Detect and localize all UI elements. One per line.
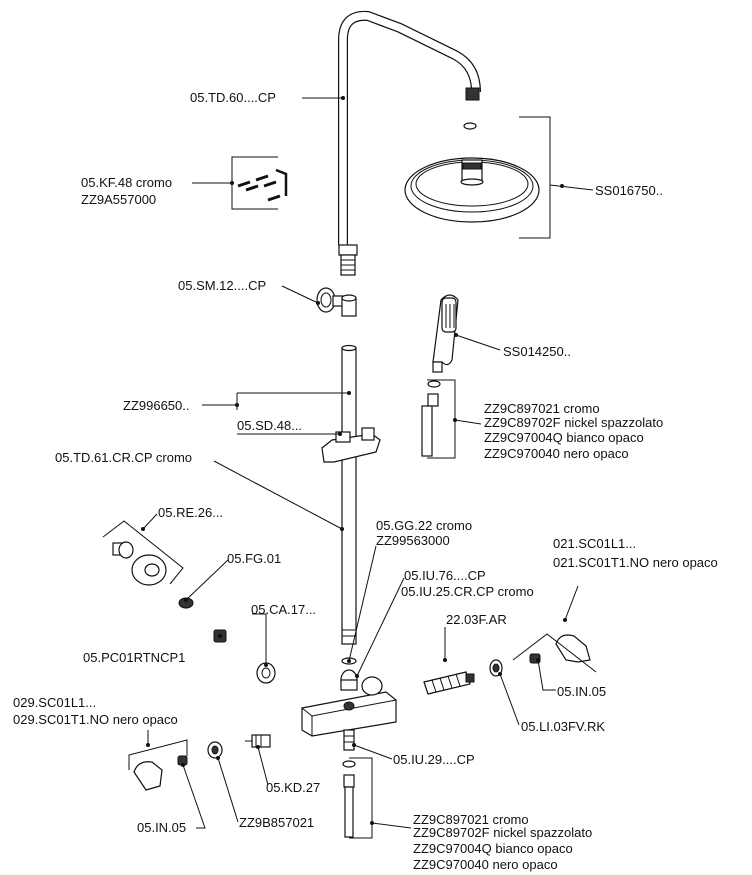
label-union-1: 05.IU.76....CP — [404, 568, 486, 583]
shower-arm-part — [338, 10, 481, 276]
label-shower-arm: 05.TD.60....CP — [190, 90, 276, 105]
label-connector: 05.SM.12....CP — [178, 278, 266, 293]
label-gasket-2: ZZ99563000 — [376, 533, 450, 548]
label-rail-set: ZZ996650.. — [123, 398, 190, 413]
outlet-union-part — [343, 729, 355, 751]
label-head-shower: SS016750.. — [595, 183, 663, 198]
label-filter: 05.FG.01 — [227, 551, 281, 566]
label-outlet-union: 05.IU.29....CP — [393, 752, 475, 767]
label-thermo: 05.KD.27 — [266, 780, 320, 795]
label-union-2: 05.IU.25.CR.CP cromo — [401, 584, 534, 599]
union-part — [340, 669, 358, 691]
rosette-part — [112, 541, 167, 586]
thermo-part — [245, 734, 271, 748]
hand-shower-part — [432, 294, 459, 373]
lower-hose-part — [342, 760, 356, 838]
label-hose-b3: ZZ9C97004Q bianco opaco — [413, 841, 573, 856]
label-fix-kit: 05.KF.48 cromo — [81, 175, 172, 190]
label-hose-3: ZZ9C97004Q bianco opaco — [484, 430, 644, 445]
label-hose-b1: ZZ9C897021 cromo — [413, 812, 529, 827]
label-hand-shower: SS014250.. — [503, 344, 571, 359]
head-gasket-part — [463, 122, 477, 130]
label-insert-l: 05.IN.05 — [137, 820, 186, 835]
upper-hose-part — [421, 380, 441, 457]
label-cartridge: 22.03F.AR — [446, 612, 507, 627]
slide-rail-part — [341, 344, 357, 645]
label-hose-2: ZZ9C89702F nickel spazzolato — [484, 415, 663, 430]
left-handle-part — [133, 755, 188, 791]
label-slider: 05.SD.48... — [237, 418, 302, 433]
label-hose-b2: ZZ9C89702F nickel spazzolato — [413, 825, 592, 840]
label-hose-b4: ZZ9C970040 nero opaco — [413, 857, 558, 872]
label-nut: ZZ9B857021 — [239, 815, 314, 830]
label-check-valve: 05.PC01RTNCP1 — [83, 650, 185, 665]
label-hose-1: ZZ9C897021 cromo — [484, 401, 600, 416]
wall-connector-part — [316, 287, 357, 317]
slider-part — [321, 427, 381, 463]
part-labels: 05.TD.60....CP 05.KF.48 cromo ZZ9A557000… — [13, 90, 718, 872]
label-ring: 05.CA.17... — [251, 602, 316, 617]
label-rosette: 05.RE.26... — [158, 505, 223, 520]
label-hose-4: ZZ9C970040 nero opaco — [484, 446, 629, 461]
cartridge-part — [423, 671, 475, 695]
label-handle-r-2: 021.SC01T1.NO nero opaco — [553, 555, 718, 570]
label-insert-r: 05.IN.05 — [557, 684, 606, 699]
nut-part — [207, 741, 223, 759]
right-handle-part — [529, 634, 591, 664]
label-handle-r-1: 021.SC01L1... — [553, 536, 636, 551]
label-fix-kit-code: ZZ9A557000 — [81, 192, 156, 207]
label-handle-l-1: 029.SC01L1... — [13, 695, 96, 710]
fixing-kit-part — [237, 168, 288, 202]
mixer-body-part — [301, 676, 397, 737]
label-handle-l-2: 029.SC01T1.NO nero opaco — [13, 712, 178, 727]
limiter-part — [489, 659, 503, 677]
label-gasket-1: 05.GG.22 cromo — [376, 518, 472, 533]
head-shower-part — [404, 157, 540, 223]
label-limiter: 05.LI.03FV.RK — [521, 719, 605, 734]
leader-lines — [102, 96, 597, 839]
label-riser-pipe: 05.TD.61.CR.CP cromo — [55, 450, 192, 465]
